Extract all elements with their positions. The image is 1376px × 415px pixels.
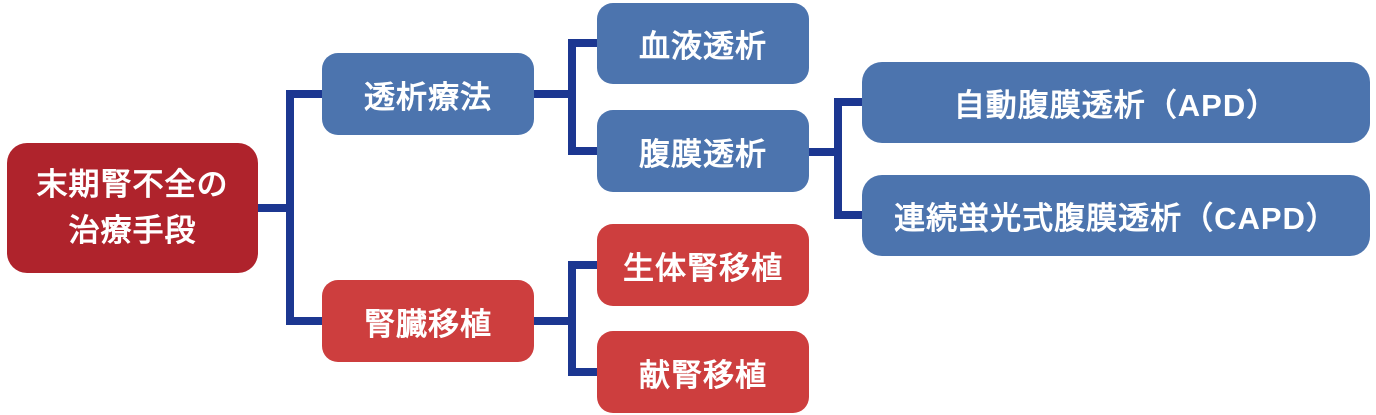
node-label-line-2: 治療手段	[68, 213, 197, 248]
node-label: 腹膜透析	[639, 136, 767, 172]
node-dialysis-therapy: 透析療法	[322, 53, 534, 135]
node-label: 連続蛍光式腹膜透析（CAPD）	[894, 201, 1338, 236]
node-deceased-donor-kidney-transplant: 献腎移植	[597, 331, 809, 413]
node-capd: 連続蛍光式腹膜透析（CAPD）	[862, 175, 1370, 256]
node-kidney-transplant: 腎臓移植	[322, 280, 534, 362]
node-label: 末期腎不全の 治療手段	[37, 162, 229, 255]
node-peritoneal-dialysis: 腹膜透析	[597, 110, 809, 192]
node-label-line-1: 末期腎不全の	[36, 166, 229, 202]
connector-transplant-bracket	[568, 261, 604, 376]
node-label: 自動腹膜透析（APD）	[953, 88, 1279, 123]
connector-dialysis-bracket	[568, 39, 604, 155]
node-apd: 自動腹膜透析（APD）	[862, 62, 1370, 143]
node-label: 腎臓移植	[364, 306, 492, 342]
connector-root-bracket	[286, 90, 330, 325]
node-label: 透析療法	[364, 79, 492, 115]
node-label: 献腎移植	[639, 357, 767, 393]
node-label: 血液透析	[639, 29, 767, 64]
node-living-donor-kidney-transplant: 生体腎移植	[597, 224, 809, 306]
connector-peritoneal-bracket	[834, 98, 868, 219]
node-hemodialysis: 血液透析	[597, 3, 809, 84]
node-label: 生体腎移植	[623, 250, 783, 286]
node-end-stage-renal-failure: 末期腎不全の 治療手段	[7, 143, 258, 273]
